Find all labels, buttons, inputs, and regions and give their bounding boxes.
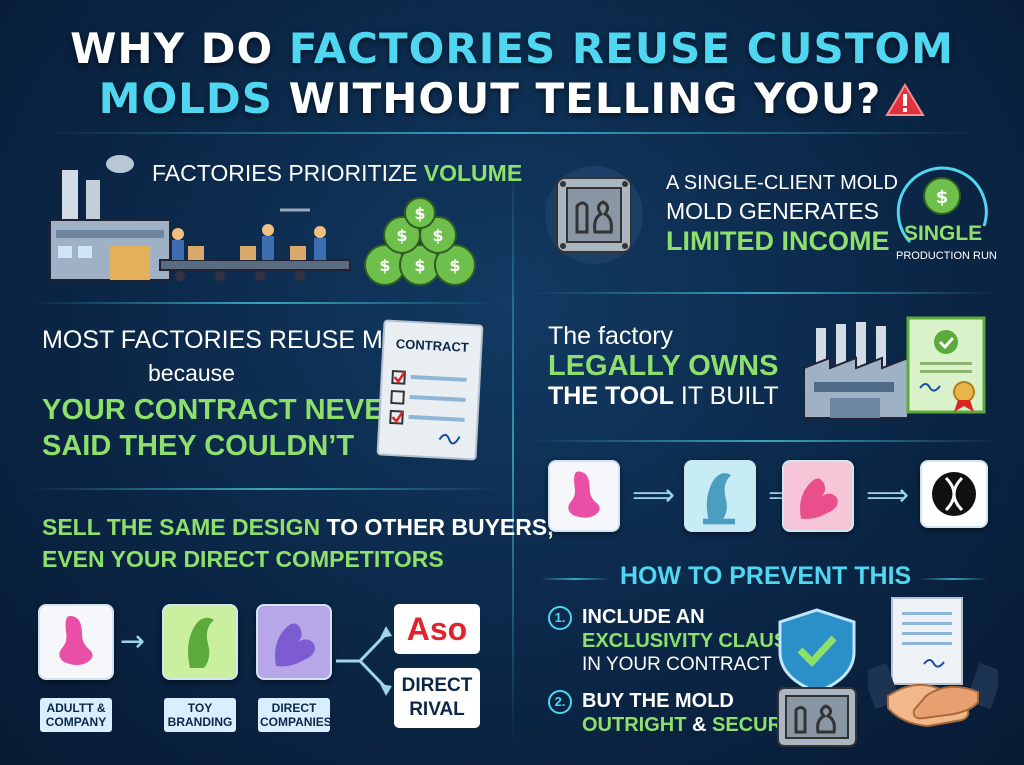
single-line-2: MOLD GENERATES [666,198,879,224]
prevent-rule-right [918,578,988,580]
owns-line-1: The factory [548,322,674,350]
svg-text:$: $ [432,226,443,245]
sell-highlight: SELL THE SAME DESIGN [42,514,321,540]
step-2-outright: OUTRIGHT [582,714,687,736]
svg-text:$: $ [449,256,460,275]
left-divider-1 [30,302,500,304]
label-toy-branding: TOY BRANDING [164,698,236,732]
reuse-line-3: YOUR CONTRACT NEVER [42,394,405,426]
sell-line-1: SELL THE SAME DESIGN TO OTHER BUYERS, [42,514,554,541]
product-purple-icon [275,623,315,667]
owns-built: IT BUILT [673,382,779,410]
warning-icon [885,83,926,116]
sequence-card-dna [920,460,988,528]
owns-line-3: THE TOOL IT BUILT [548,382,779,411]
arrow-icon: ⟹ [632,478,676,513]
volume-text: FACTORIES PRIORITIZE [152,160,424,186]
sequence-card-pink [548,460,620,532]
volume-highlight: VOLUME [423,160,523,186]
contract-document: CONTRACT [376,319,484,461]
reuse-line-4: SAID THEY COULDN’T [42,430,355,462]
svg-text:$: $ [414,204,425,223]
single-line-3: LIMITED INCOME [666,226,890,256]
single-badge: SINGLE [904,222,983,245]
step-2-line-a: BUY THE MOLD [582,690,734,712]
title-highlight: MOLDS [98,74,274,123]
title-line-1: WHY DO FACTORIES REUSE CUSTOM [0,24,1024,73]
prevent-title: HOW TO PREVENT THIS [620,562,912,590]
product-green-icon [188,617,214,668]
owns-tool: THE TOOL [548,382,674,410]
checklist-icon [389,369,467,445]
money-bag-icon: $ $ $ $ $ $ [364,197,476,286]
sequence-card-rose [782,460,854,532]
label-direct-companies: DIRECT COMPANIES [258,698,332,732]
brand-aso: Aso [394,604,480,654]
single-badge-sub: PRODUCTION RUN [896,250,997,262]
step-2-number: 2. [548,690,572,714]
single-line-1: A SINGLE-CLIENT MOLD [666,172,898,194]
sequence-card-blue [684,460,756,532]
svg-text:$: $ [414,256,425,275]
title-divider [40,132,984,134]
mold-icon [556,177,632,253]
sell-line-2: EVEN YOUR DIRECT COMPETITORS [42,546,444,572]
arrow-icon: ⟹ [866,478,910,513]
product-blue-icon [703,473,736,525]
title-part: WHY DO [70,24,289,73]
design-card-purple [256,604,332,680]
product-pink-icon [568,471,600,518]
certificate-icon [906,316,986,414]
svg-text:$: $ [936,187,949,208]
arrow-icon: → [120,624,146,659]
svg-text:$: $ [379,256,390,275]
product-rose-icon [800,478,838,520]
handshake-icon [868,597,998,728]
left-divider-2 [30,488,500,490]
reuse-because: because [148,360,235,386]
right-divider-1 [530,292,1000,294]
single-run-badge-icon: $ [896,166,988,244]
title-highlight: FACTORIES REUSE CUSTOM [288,24,954,73]
dna-icon [932,472,976,516]
factory-icon [49,155,351,281]
design-card-green [162,604,238,680]
title-part: WITHOUT TELLING YOU? [273,74,882,123]
split-arrow-icon [336,626,392,696]
volume-heading: FACTORIES PRIORITIZE VOLUME [152,160,522,187]
product-pink-icon [59,616,93,665]
step-1-line-a: INCLUDE AN [582,606,705,628]
sell-text: TO OTHER BUYERS, [320,514,554,540]
svg-text:$: $ [396,226,407,245]
center-divider [512,150,514,750]
design-card-pink [38,604,114,680]
step-1-number: 1. [548,606,572,630]
prevent-rule-left [540,578,610,580]
owns-line-2: LEGALLY OWNS [548,350,779,382]
factory-building-icon [803,322,909,419]
title-line-2: MOLDS WITHOUT TELLING YOU? [0,74,1024,123]
right-divider-2 [530,440,1000,442]
shield-check-icon [777,608,857,747]
step-1-line-b: EXCLUSIVITY CLAUSE [582,630,801,652]
step-2-amp: & [686,714,712,736]
label-adultt: ADULTT & COMPANY [40,698,112,732]
step-1-line-c: IN YOUR CONTRACT [582,654,772,675]
brand-direct-rival: DIRECT RIVAL [394,668,480,728]
